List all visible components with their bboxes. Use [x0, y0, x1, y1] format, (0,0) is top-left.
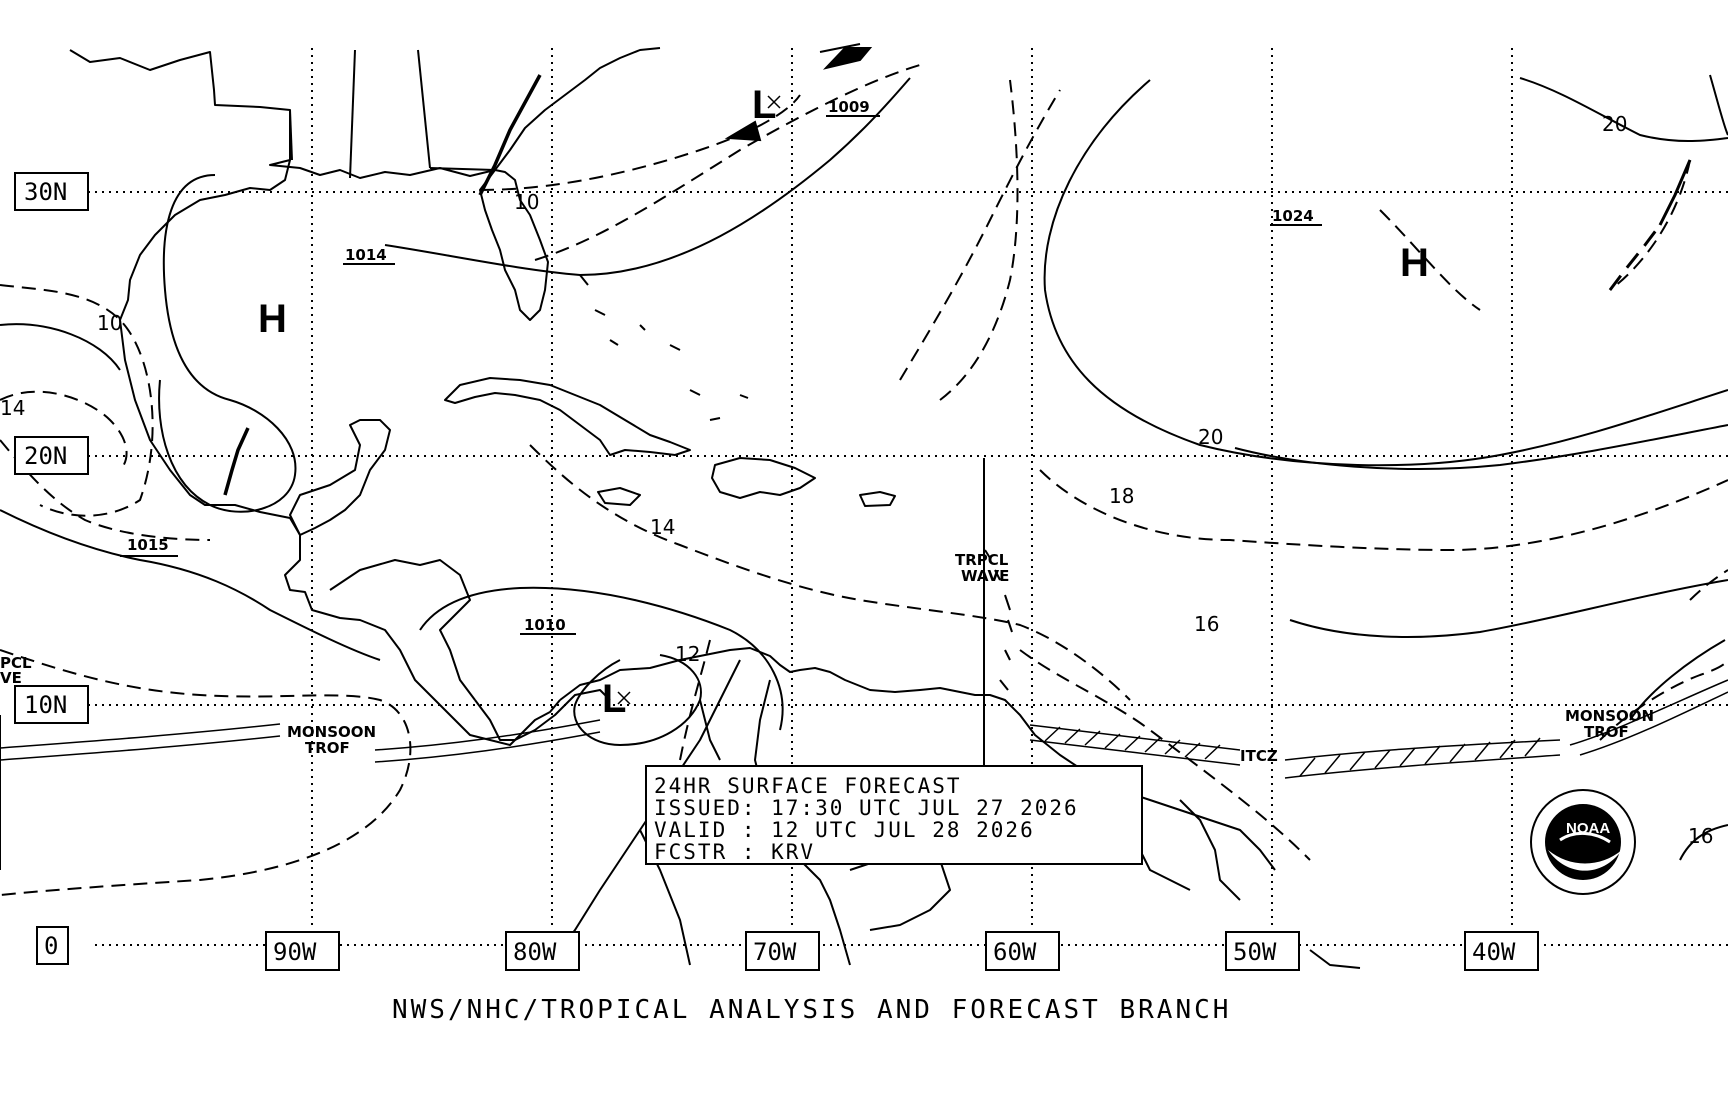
monsoon-trough-label: MONSOON: [287, 723, 376, 741]
monsoon-trough-label: TROF: [305, 739, 350, 757]
lon-label-40w: 40W: [1472, 938, 1516, 966]
isobar-label: 18: [1109, 484, 1134, 508]
lat-label-10n: 10N: [24, 691, 67, 719]
monsoon-trough-label: TROF: [1584, 723, 1629, 741]
low-center-markers: [617, 95, 781, 705]
low-pressure-center: L: [602, 677, 626, 721]
pressure-centers: H H H L L: [40, 83, 1429, 721]
lon-label-70w: 70W: [753, 938, 797, 966]
isobars-dashed: [0, 64, 1728, 896]
lat-label-30n: 30N: [24, 178, 67, 206]
high-pressure-center: H: [258, 297, 287, 341]
isobar-label: 14: [0, 396, 25, 420]
forecast-info-box: 24HR SURFACE FORECAST ISSUED: 17:30 UTC …: [645, 765, 1143, 865]
front-symbols: [724, 47, 1692, 291]
itcz-band: [1029, 724, 1561, 779]
lon-label-50w: 50W: [1233, 938, 1277, 966]
monsoon-trough-label: MONSOON: [1565, 707, 1654, 725]
isobar-label: 16: [1688, 824, 1713, 848]
isobar-label: 14: [650, 515, 675, 539]
lat-label-20n: 20N: [24, 442, 67, 470]
tropical-wave-label: WAVE: [961, 567, 1009, 585]
pressure-value: 1014: [345, 246, 387, 264]
isobars-solid: [0, 74, 1728, 861]
lon-label-90w: 90W: [273, 938, 317, 966]
lat-label-0: 0: [44, 932, 58, 960]
graticule: [88, 48, 1728, 946]
info-issued: ISSUED: 17:30 UTC JUL 27 2026: [654, 796, 1079, 820]
high-pressure-center: H: [1400, 241, 1429, 285]
isobar-label: 10: [97, 311, 122, 335]
noaa-logo-text: NOAA: [1566, 820, 1610, 837]
latitude-labels: 30N 20N 10N 0: [14, 172, 89, 965]
isobar-labels: 10 10 14 20 20 18 14 16 12 16: [0, 112, 1713, 848]
footer-credit: NWS/NHC/TROPICAL ANALYSIS AND FORECAST B…: [392, 995, 1231, 1025]
itcz-label: ITCZ: [1240, 747, 1278, 765]
pressure-value: 1009: [828, 98, 870, 116]
info-title: 24HR SURFACE FORECAST: [654, 774, 962, 798]
noaa-logo: NOAA: [1530, 789, 1636, 895]
isobar-label: 20: [1602, 112, 1627, 136]
isobar-label: 20: [1198, 425, 1223, 449]
pressure-value: 1010: [524, 616, 566, 634]
pressure-value: 1024: [1272, 207, 1314, 225]
longitude-labels: 90W 80W 70W 60W 50W 40W: [265, 931, 1539, 971]
isobar-label: 10: [514, 190, 539, 214]
isobar-label: 12: [675, 642, 700, 666]
tropical-wave-label-left: PCL: [0, 654, 32, 672]
tropical-wave-line: [0, 458, 985, 870]
pressure-value-labels: 1009 1014 1024 1015 1010: [120, 98, 1322, 635]
pressure-value: 1015: [127, 536, 169, 554]
low-pressure-center: L: [752, 83, 776, 127]
lon-label-80w: 80W: [513, 938, 557, 966]
isobar-label: 16: [1194, 612, 1219, 636]
monsoon-trough-east: [1569, 679, 1728, 756]
troughs: [223, 74, 542, 496]
info-valid: VALID : 12 UTC JUL 28 2026: [654, 818, 1035, 842]
info-forecaster: FCSTR : KRV: [654, 840, 815, 864]
monsoon-trough-west: [0, 719, 601, 763]
feature-labels: TRPCL WAVE PCL VE MONSOON TROF MONSOON T…: [0, 551, 1654, 765]
tropical-wave-label: TRPCL: [955, 551, 1009, 569]
lon-label-60w: 60W: [993, 938, 1037, 966]
tropical-wave-label-left: VE: [0, 669, 22, 687]
